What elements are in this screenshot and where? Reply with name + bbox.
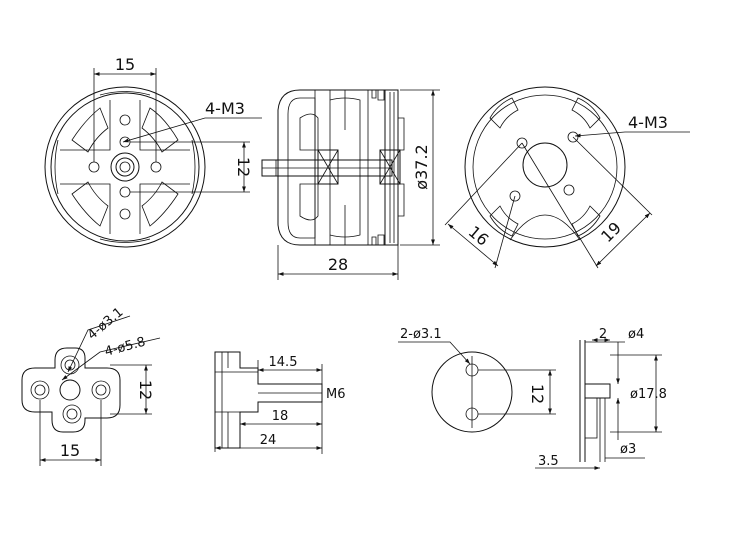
shaft-top-dia: ø4 <box>628 327 644 342</box>
prop-thread: M6 <box>326 387 346 402</box>
mount-a-hole-small: 4-ø3.1 <box>85 305 127 343</box>
shaft-top-len: 2 <box>599 327 607 342</box>
mount-a-view: 4-ø3.1 4-ø5.8 12 15 <box>21 305 161 466</box>
side-diameter-dim: ø37.2 <box>412 144 431 189</box>
front-right-view: 4-M3 16 19 <box>444 86 690 269</box>
front-right-thread-callout: 4-M3 <box>628 113 668 132</box>
prop-shank-len: 18 <box>272 409 289 424</box>
prop-thread-len: 14.5 <box>269 355 298 370</box>
front-right-pitch-small: 16 <box>465 222 493 250</box>
mount-a-width-dim: 15 <box>60 441 80 460</box>
mount-a-hole-large: 4-ø5.8 <box>103 335 147 360</box>
mount-b-hole-callout: 2-ø3.1 <box>400 327 442 342</box>
shaft-bottom-len: 3.5 <box>538 454 559 469</box>
side-view: 28 ø37.2 <box>261 89 440 280</box>
mount-b-view: 2-ø3.1 12 <box>398 327 556 433</box>
side-length-dim: 28 <box>328 255 348 274</box>
shaft-section-view: 2 ø4 ø17.8 ø3 3.5 <box>535 327 667 470</box>
front-left-height-dim: 12 <box>234 157 253 177</box>
shaft-mid-dia: ø17.8 <box>630 387 667 402</box>
front-left-width-dim: 15 <box>115 55 135 74</box>
prop-adapter-view: 14.5 M6 18 24 <box>214 351 346 454</box>
prop-total-len: 24 <box>260 433 277 448</box>
front-left-view: 15 12 4-M3 <box>44 55 262 248</box>
front-left-thread-callout: 4-M3 <box>205 99 245 118</box>
mount-b-height-dim: 12 <box>528 384 547 404</box>
shaft-bottom-dia: ø3 <box>620 442 636 457</box>
mount-a-height-dim: 12 <box>136 380 155 400</box>
